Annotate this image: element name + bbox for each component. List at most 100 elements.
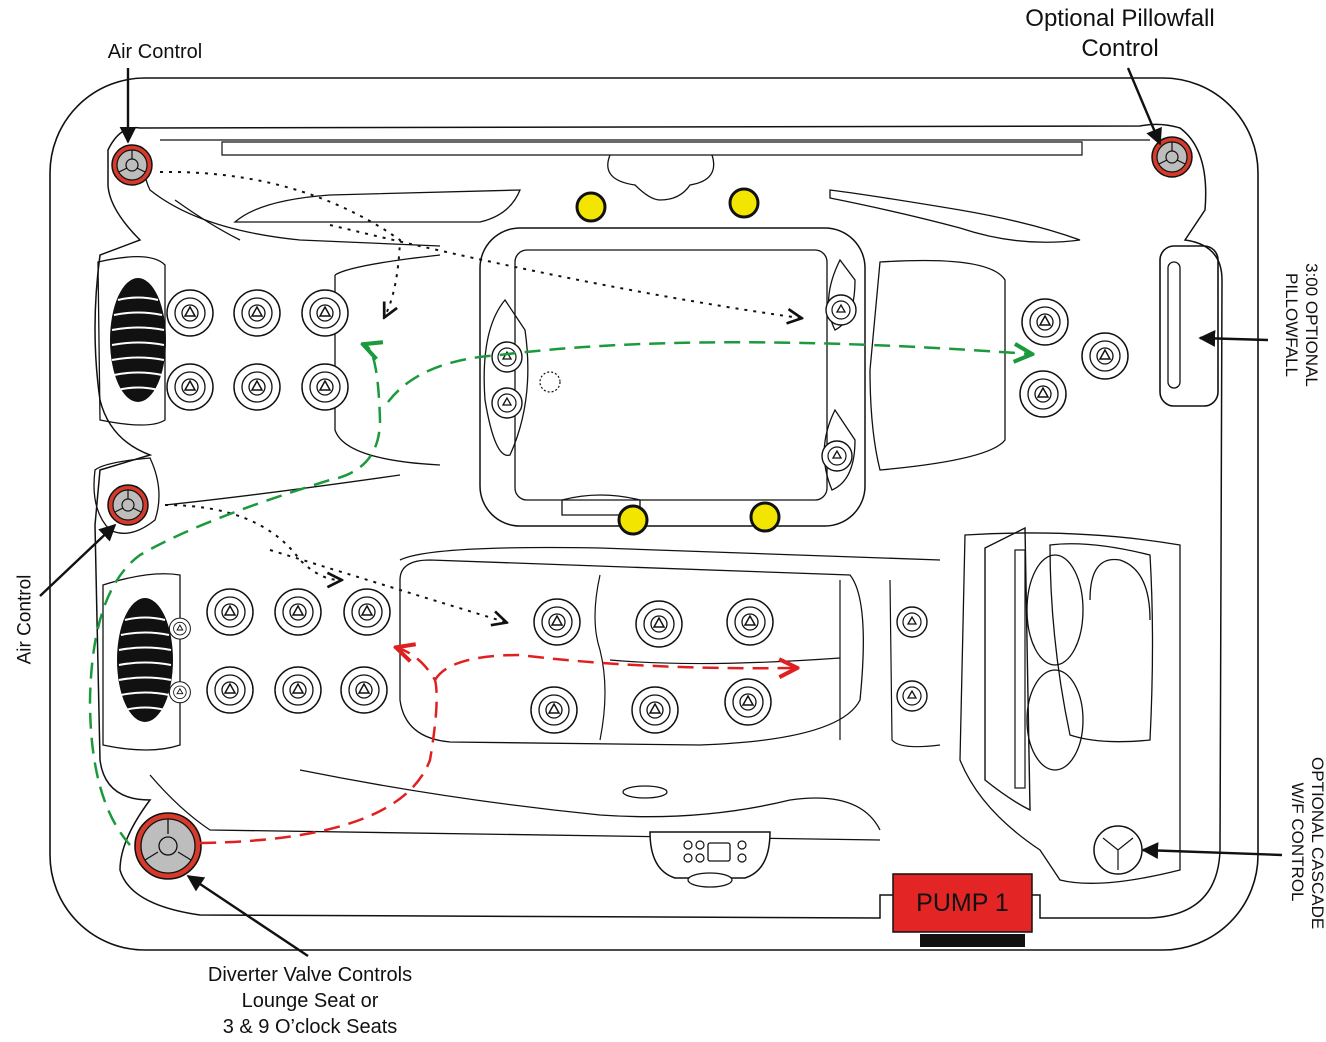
pillowfall-side-label: 3:00 OPTIONAL PILLOWFALL: [1281, 250, 1321, 400]
cascade-label: OPTIONAL CASCADE W/F CONTROL: [1287, 757, 1326, 930]
cascade-waterfall-panel: [984, 526, 1031, 812]
jet-icon: [726, 598, 774, 646]
jet-icon: [166, 289, 214, 337]
jet-icon: [301, 363, 349, 411]
pump-1-box: [892, 873, 1033, 933]
pillowfall-unit: [1159, 245, 1219, 407]
cascade-line2: W/F CONTROL: [1288, 782, 1307, 902]
jet-icon: [491, 387, 523, 419]
pump-1-label: PUMP 1: [916, 888, 1009, 917]
middle-ridge-right: [399, 546, 941, 561]
lounge-seat-mid-line: [609, 657, 841, 665]
diverter-line1: Diverter Valve Controls: [207, 964, 413, 986]
cooldown-seat-curve: [1089, 558, 1151, 621]
leader-arrow: [1198, 330, 1269, 347]
pillowfall-control-line2: Control: [1081, 35, 1159, 62]
left-lower-pad-lines: [118, 616, 172, 711]
jet-icon: [301, 289, 349, 337]
leader-arrow: [186, 875, 309, 957]
flow-line-green: [387, 341, 1030, 403]
footwell-right-jet-pod-bottom: [823, 408, 856, 491]
top-right-footwell-ridge: [829, 189, 1081, 243]
jet-icon: [274, 666, 322, 714]
cooldown-seat-inner: [1049, 543, 1154, 743]
left-control-pod: [93, 457, 160, 534]
cascade-line1: OPTIONAL CASCADE: [1308, 757, 1326, 930]
led-light-icon: [617, 504, 649, 536]
jet-icon: [166, 363, 214, 411]
jet-icon: [631, 686, 679, 734]
left-upper-massage-pad: [110, 278, 166, 402]
jet-icon: [206, 588, 254, 636]
left-upper-seat-right: [334, 254, 441, 466]
footwell-left-jet-pod: [483, 298, 529, 456]
air-line: [329, 224, 800, 318]
footwell-drain-icon: [539, 371, 561, 393]
control-panel-grip: [687, 872, 733, 888]
jet-icon: [530, 686, 578, 734]
air-line: [164, 504, 340, 580]
topside-control-panel: [649, 831, 771, 879]
pillowfall-side-line1: 3:00 OPTIONAL: [1302, 263, 1321, 387]
footwell-right-jet-pod-top: [827, 258, 856, 331]
cooldown-seat-outline: [959, 532, 1181, 884]
jet-icon: [896, 680, 928, 712]
pillowfall-control-knob-icon[interactable]: [1151, 136, 1193, 178]
diverter-valve-icon[interactable]: [134, 812, 202, 880]
top-left-ridge: [174, 199, 241, 241]
jet-icon: [724, 678, 772, 726]
led-light-icon: [575, 191, 607, 223]
left-lower-seat-outline: [102, 573, 181, 751]
lower-drain: [622, 785, 668, 799]
air-line: [269, 549, 505, 622]
lower-left-ridge: [149, 774, 881, 841]
air-control-top-label: Air Control: [107, 41, 203, 63]
cascade-control-knob[interactable]: [1093, 825, 1143, 875]
jet-icon: [1021, 298, 1069, 346]
flow-line-green: [88, 345, 380, 846]
air-control-knob-icon[interactable]: [111, 144, 153, 186]
lounge-leg-divider: [889, 579, 941, 748]
cascade-waterfall-slot: [1014, 549, 1026, 789]
left-upper-pad-lines: [111, 296, 165, 391]
spa-shell-outer: [49, 77, 1259, 951]
jet-icon: [1081, 332, 1129, 380]
top-headrest: [221, 141, 1083, 156]
cooldown-upper-bowl: [1026, 554, 1084, 666]
jet-icon: [896, 606, 928, 638]
cooldown-lower-bowl: [1026, 669, 1084, 771]
diverter-line3: 3 & 9 O’clock Seats: [222, 1016, 398, 1038]
top-center-pillow: [607, 154, 715, 201]
air-control-side-label: Air Control: [14, 574, 36, 665]
leader-arrow: [39, 523, 117, 597]
jet-icon: [343, 588, 391, 636]
jet-icon: [340, 666, 388, 714]
control-panel-buttons: [683, 840, 747, 863]
lower-ridge: [299, 769, 881, 831]
jet-icon: [821, 440, 853, 472]
right-seat-outline: [869, 259, 1006, 471]
center-footwell-outer: [479, 227, 866, 527]
left-upper-seat-outline: [97, 256, 166, 426]
air-control-knob-icon[interactable]: [107, 484, 149, 526]
jet-icon: [491, 341, 523, 373]
lounge-seat-center-line: [594, 574, 841, 741]
middle-ridge-left: [164, 474, 401, 506]
jet-icon: [1019, 370, 1067, 418]
leader-arrow: [1126, 67, 1162, 146]
spa-rim-inner: [144, 154, 441, 247]
pump-1-base: [920, 934, 1025, 947]
jet-icon: [168, 617, 191, 640]
jet-icon: [635, 600, 683, 648]
pillowfall-control-line1: Optional Pillowfall: [1025, 5, 1215, 32]
led-light-icon: [749, 501, 781, 533]
pillowfall-slot: [1167, 261, 1181, 389]
flow-line-red: [433, 653, 795, 681]
jet-icon: [825, 294, 857, 326]
top-left-footwell-ridge: [233, 189, 521, 223]
diverter-line2: Lounge Seat or: [241, 990, 379, 1012]
jet-icon: [274, 588, 322, 636]
diverter-label: Diverter Valve Controls Lounge Seat or 3…: [160, 962, 460, 1040]
pillowfall-side-line2: PILLOWFALL: [1282, 273, 1301, 377]
lounge-seat-outline: [399, 559, 864, 746]
